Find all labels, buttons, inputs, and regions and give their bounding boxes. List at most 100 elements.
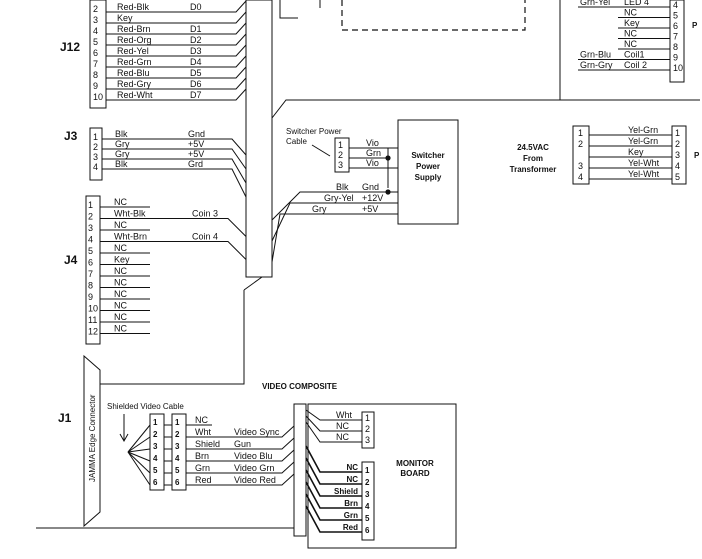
j12-wire-line (106, 77, 247, 90)
video-right-pin: 4 (175, 454, 180, 463)
j4-wire: NC (114, 312, 127, 322)
j12-wire: Red-Blu (117, 68, 150, 78)
j12-label: J12 (60, 40, 80, 54)
top-right-signal: NC (624, 29, 637, 39)
switcher-wire: Vio (366, 138, 379, 148)
composite-wire: NC (336, 432, 349, 442)
j12-signal: D4 (190, 57, 202, 67)
top-right-pin: 4 (673, 0, 678, 10)
j12-wire: Red-Yel (117, 46, 149, 56)
transformer-wire: Yel-Wht (628, 158, 660, 168)
jamma-edge-connector (83, 354, 101, 528)
j12-pin: 4 (93, 26, 98, 36)
monitor-wire-line (305, 469, 362, 497)
j12-wire: Red-Wht (117, 90, 153, 100)
switcher-out-wire: Blk (336, 182, 349, 192)
j12-signal: D6 (190, 79, 202, 89)
video-fan-line (127, 424, 151, 453)
j12-wire-line (106, 33, 247, 46)
j4-signal: Coin 3 (192, 209, 218, 219)
j12-wire-line (106, 0, 247, 13)
switcher-out-line (271, 191, 398, 221)
j3-pin: 3 (93, 152, 98, 162)
monitor-board-line2: BOARD (400, 469, 430, 478)
j4-wire: Wht-Brn (114, 232, 147, 242)
video-composite-title: VIDEO COMPOSITE (262, 382, 338, 391)
j12-pin: 3 (93, 15, 98, 25)
j12-pin: 2 (93, 4, 98, 14)
j12-pin: 5 (93, 37, 98, 47)
j4-wire: Key (114, 255, 130, 265)
video-wire: Brn (195, 451, 209, 461)
video-fan-line (127, 436, 151, 453)
monitor-board (307, 403, 457, 549)
video-fan-line (127, 451, 151, 474)
j12-wire: Red-Blk (117, 2, 150, 12)
top-right-signal: LED 4 (624, 0, 649, 7)
j3-housing (89, 127, 103, 181)
j12-pin: 10 (93, 92, 103, 102)
top-right-pin: 5 (673, 11, 678, 21)
composite-wire-line (305, 415, 362, 432)
j4-pin: 9 (88, 292, 93, 302)
j3-pin: 1 (93, 132, 98, 142)
switcher-out-line (271, 202, 398, 242)
j1-label: J1 (58, 411, 72, 425)
transformer-left-housing (572, 125, 590, 185)
monitor-wire: Red (343, 523, 358, 532)
video-cable-right-housing (171, 413, 187, 491)
top-right-housing (669, 0, 685, 83)
transformer-left-pin: 3 (578, 161, 583, 171)
video-fan-line (127, 451, 151, 462)
j4-wire: NC (114, 266, 127, 276)
video-signal: Video Red (234, 475, 276, 485)
transformer-left-pin: 4 (578, 172, 583, 182)
transformer-left-pin: 1 (578, 128, 583, 138)
wire-bundle (245, 0, 273, 278)
video-left-pin: 2 (153, 430, 158, 439)
j3-wire-line (102, 158, 247, 184)
composite-pin: 2 (365, 424, 370, 434)
switcher-out-signal: +5V (362, 204, 378, 214)
switcher-wire: Grn (366, 148, 381, 158)
j3-signal: +5V (188, 139, 204, 149)
j4-signal: Coin 4 (192, 232, 218, 242)
transformer-wire: Key (628, 147, 644, 157)
transformer-wire: Yel-Grn (628, 136, 658, 146)
switcher-pin: 2 (338, 150, 343, 160)
transformer-line1: 24.5VAC (517, 143, 549, 152)
j12-wire-line (106, 55, 247, 68)
video-plug (293, 403, 307, 537)
transformer-connector-letter: P (694, 151, 700, 160)
composite-housing (361, 411, 375, 449)
video-wire-line (186, 473, 295, 486)
switcher-out-wire: Gry-Yel (324, 193, 354, 203)
j3-wire-line (102, 168, 247, 198)
video-right-pin: 3 (175, 442, 180, 451)
j12-pin: 8 (93, 70, 98, 80)
j4-wire: NC (114, 324, 127, 334)
j3-pin: 2 (93, 142, 98, 152)
switcher-pin: 1 (338, 140, 343, 150)
j12-signal: D1 (190, 24, 202, 34)
video-wire: NC (195, 415, 208, 425)
j3-wire: Blk (115, 129, 128, 139)
switcher-pin: 3 (338, 160, 343, 170)
j12-wire-line (106, 11, 247, 24)
jamma-edge-label: JAMMA Edge Connector (88, 394, 97, 482)
top-right-wire: Grn-Blu (580, 50, 611, 60)
switcher-cable-label-line2: Cable (286, 137, 307, 146)
j4-wire: NC (114, 278, 127, 288)
video-right-pin: 6 (175, 478, 180, 487)
transformer-right-housing (671, 125, 687, 185)
monitor-pin: 4 (365, 502, 370, 511)
transformer-right-pin: 5 (675, 172, 680, 182)
monitor-pin: 6 (365, 526, 370, 535)
j4-pin: 10 (88, 304, 98, 314)
video-wire: Red (195, 475, 212, 485)
j3-pin: 4 (93, 162, 98, 172)
video-signal: Video Grn (234, 463, 274, 473)
composite-wire-line (305, 409, 362, 421)
